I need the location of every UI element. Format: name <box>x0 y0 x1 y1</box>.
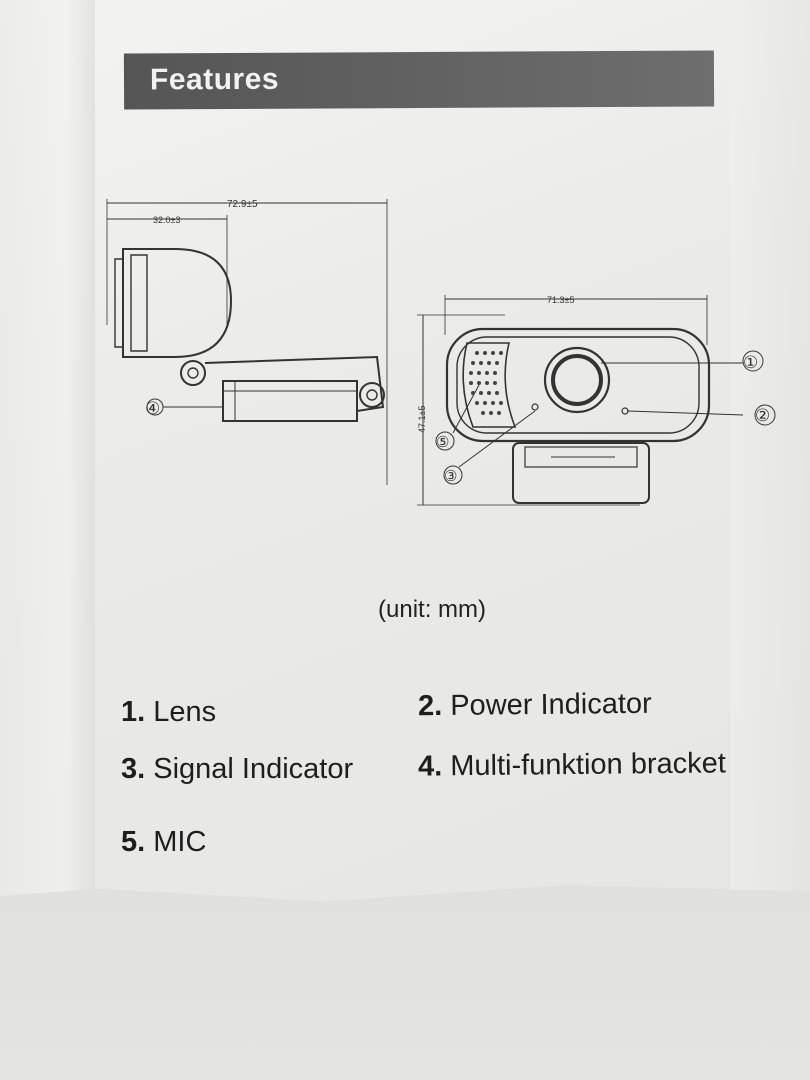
feature-label: Multi-funktion bracket <box>450 747 727 783</box>
dim-front-width: 71.3±5 <box>547 295 574 305</box>
feature-label: Lens <box>153 696 217 728</box>
callout-4: ④ <box>145 399 160 418</box>
feature-item-power-indicator: 2. Power Indicator <box>418 688 652 723</box>
callout-3: ③ <box>444 468 457 485</box>
callout-1: ① <box>743 353 758 372</box>
dim-total-width: 72.9±5 <box>227 199 258 210</box>
manual-page: Features <box>0 0 810 902</box>
feature-label: Power Indicator <box>450 687 652 722</box>
feature-item-signal-indicator: 3. Signal Indicator <box>121 753 353 786</box>
feature-item-mic: 5. MIC <box>121 826 206 859</box>
dim-body-width: 32.0±3 <box>153 215 180 225</box>
unit-note: (unit: mm) <box>378 596 486 623</box>
feature-number: 2. <box>417 689 443 723</box>
paper-fold-left <box>0 0 95 902</box>
feature-number: 1. <box>121 696 146 728</box>
callout-2: ② <box>755 406 770 425</box>
callout-5: ⑤ <box>436 434 449 451</box>
feature-number: 3. <box>121 753 146 785</box>
paper-fold-right <box>730 0 810 902</box>
section-title: Features <box>149 62 280 97</box>
feature-item-bracket: 4. Multi-funktion bracket <box>418 747 726 783</box>
dim-front-height: 47.1±5 <box>417 406 427 433</box>
feature-number: 5. <box>121 826 146 858</box>
feature-label: MIC <box>153 826 207 858</box>
feature-number: 4. <box>417 750 443 783</box>
section-header: Features <box>123 50 715 110</box>
feature-item-lens: 1. Lens <box>121 696 216 729</box>
feature-label: Signal Indicator <box>153 753 354 785</box>
webcam-diagram: 72.9±5 32.0±3 ④ 71.3±5 47.1±5 ① ② ⑤ ③ <box>106 199 776 506</box>
